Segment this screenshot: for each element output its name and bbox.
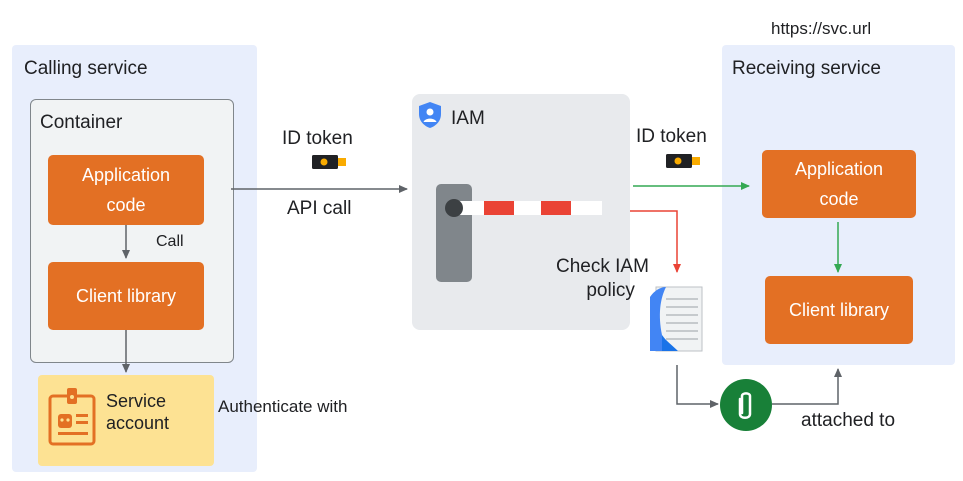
- container-title: Container: [40, 112, 123, 133]
- iam-shield-icon: [418, 101, 442, 134]
- id-token-label-right: ID token: [636, 126, 707, 147]
- service-account-label: Service account: [106, 390, 169, 434]
- call-label: Call: [156, 233, 184, 250]
- check-policy-line1: Check IAM: [556, 256, 649, 277]
- iam-title: IAM: [451, 108, 485, 129]
- receiving-application-code: Application code: [762, 150, 916, 218]
- calling-app-code-line1: Application: [81, 165, 171, 185]
- calling-application-code: Application code: [48, 155, 204, 225]
- id-token-icon: [666, 154, 700, 173]
- check-iam-policy-label: Check IAM policy: [556, 255, 649, 303]
- service-account-line2: account: [106, 413, 170, 433]
- authenticate-with-label: Authenticate with: [218, 397, 348, 416]
- id-badge-icon: [48, 386, 96, 446]
- api-call-label: API call: [287, 198, 352, 219]
- receiving-app-code-line2: code: [819, 189, 859, 209]
- paperclip-icon: [720, 379, 772, 436]
- receiving-service-title: Receiving service: [732, 58, 881, 79]
- gate-barrier-icon: [434, 184, 604, 287]
- attached-to-label: attached to: [801, 410, 896, 431]
- policy-document-icon: [648, 285, 704, 358]
- receiving-app-code-line1: Application: [794, 159, 884, 179]
- calling-service-title: Calling service: [24, 58, 148, 79]
- calling-client-library: Client library: [48, 262, 204, 330]
- id-token-label-left: ID token: [282, 128, 353, 149]
- policy-to-clip-line: [676, 365, 719, 408]
- check-policy-line2: policy: [586, 280, 635, 301]
- receiving-url: https://svc.url: [771, 19, 872, 38]
- receiving-client-library: Client library: [765, 276, 913, 344]
- id-token-icon: [312, 155, 346, 174]
- calling-app-code-line2: code: [106, 195, 146, 215]
- service-account-line1: Service: [106, 391, 167, 411]
- clip-to-service-arrow: [772, 368, 842, 405]
